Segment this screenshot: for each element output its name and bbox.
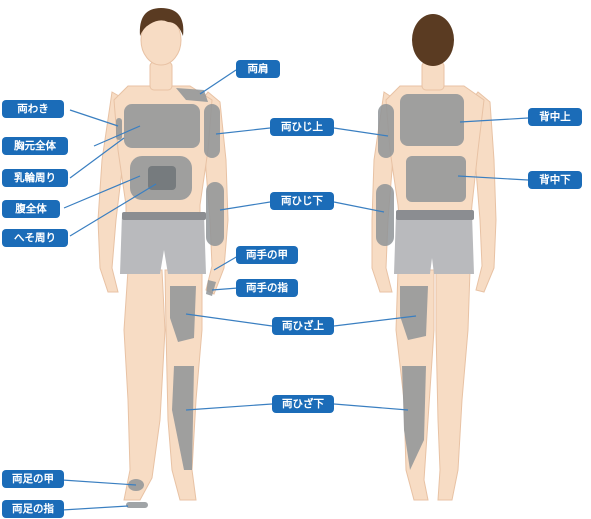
label-armpits: 両わき bbox=[2, 100, 64, 118]
label-chest: 胸元全体 bbox=[2, 137, 68, 155]
back-figure bbox=[371, 14, 497, 501]
zone-lower-leg bbox=[172, 366, 194, 470]
zone-back-lower-leg bbox=[402, 366, 426, 470]
label-fingers: 両手の指 bbox=[236, 279, 298, 297]
leader-foot-tops bbox=[61, 479, 137, 486]
leader-upper-arms-back bbox=[333, 127, 389, 137]
zone-upper-back bbox=[400, 94, 464, 146]
leader-fingers bbox=[211, 287, 239, 291]
label-toes: 両足の指 bbox=[2, 500, 64, 518]
leader-abdomen bbox=[63, 175, 141, 209]
label-lower-back: 背中下 bbox=[528, 171, 582, 189]
zone-upper-arm bbox=[204, 104, 220, 158]
zone-armpit bbox=[116, 118, 122, 140]
label-shoulders: 両肩 bbox=[236, 60, 280, 78]
zone-shoulder bbox=[176, 88, 208, 102]
leader-armpits bbox=[69, 109, 119, 127]
zone-fingers bbox=[206, 280, 216, 296]
front-left-leg bbox=[123, 269, 166, 501]
zone-back-upper-arm bbox=[378, 104, 394, 158]
back-waistband bbox=[396, 210, 474, 220]
front-hair bbox=[139, 8, 184, 36]
label-upper-back: 背中上 bbox=[528, 108, 582, 126]
label-nipples: 乳輪周り bbox=[2, 169, 68, 187]
leader-shoulders bbox=[199, 69, 237, 95]
label-forearms: 両ひじ下 bbox=[270, 192, 334, 210]
zone-chest bbox=[124, 104, 200, 148]
zone-thigh bbox=[170, 286, 196, 342]
leader-chest bbox=[93, 125, 141, 147]
back-shorts bbox=[394, 214, 474, 274]
back-right-leg bbox=[435, 269, 471, 501]
label-navel: へそ周り bbox=[2, 229, 68, 247]
front-neck bbox=[149, 61, 173, 91]
zone-lower-back bbox=[406, 156, 466, 202]
leader-hand-backs bbox=[213, 255, 239, 271]
leader-lower-legs-front bbox=[185, 403, 273, 411]
front-shorts bbox=[120, 214, 206, 274]
leader-lines bbox=[61, 69, 529, 511]
zone-forearm bbox=[206, 182, 224, 246]
back-head bbox=[412, 14, 454, 66]
label-foot-tops: 両足の甲 bbox=[2, 470, 64, 488]
leader-nipples bbox=[69, 137, 125, 179]
leader-thighs-front bbox=[185, 313, 273, 327]
leader-toes bbox=[61, 505, 129, 511]
label-hand-backs: 両手の甲 bbox=[236, 246, 298, 264]
label-upper-arms: 両ひじ上 bbox=[270, 118, 334, 136]
label-abdomen: 腹全体 bbox=[2, 200, 60, 218]
leader-lower-legs-back bbox=[333, 403, 409, 411]
leader-navel bbox=[69, 183, 157, 237]
zone-toes bbox=[126, 502, 148, 508]
leader-forearms-back bbox=[333, 201, 385, 213]
front-waistband bbox=[122, 212, 206, 220]
label-lower-legs: 両ひざ下 bbox=[272, 395, 334, 413]
leader-upper-back bbox=[459, 117, 529, 123]
front-figure bbox=[97, 8, 229, 508]
leader-lower-back bbox=[457, 175, 529, 181]
back-neck bbox=[421, 61, 445, 91]
zone-back-forearm bbox=[376, 184, 394, 246]
leader-upper-arms-front bbox=[215, 127, 271, 135]
label-thighs: 両ひざ上 bbox=[272, 317, 334, 335]
zone-back-thigh bbox=[400, 286, 428, 340]
leader-forearms-front bbox=[219, 201, 271, 211]
leader-thighs-back bbox=[333, 315, 417, 327]
